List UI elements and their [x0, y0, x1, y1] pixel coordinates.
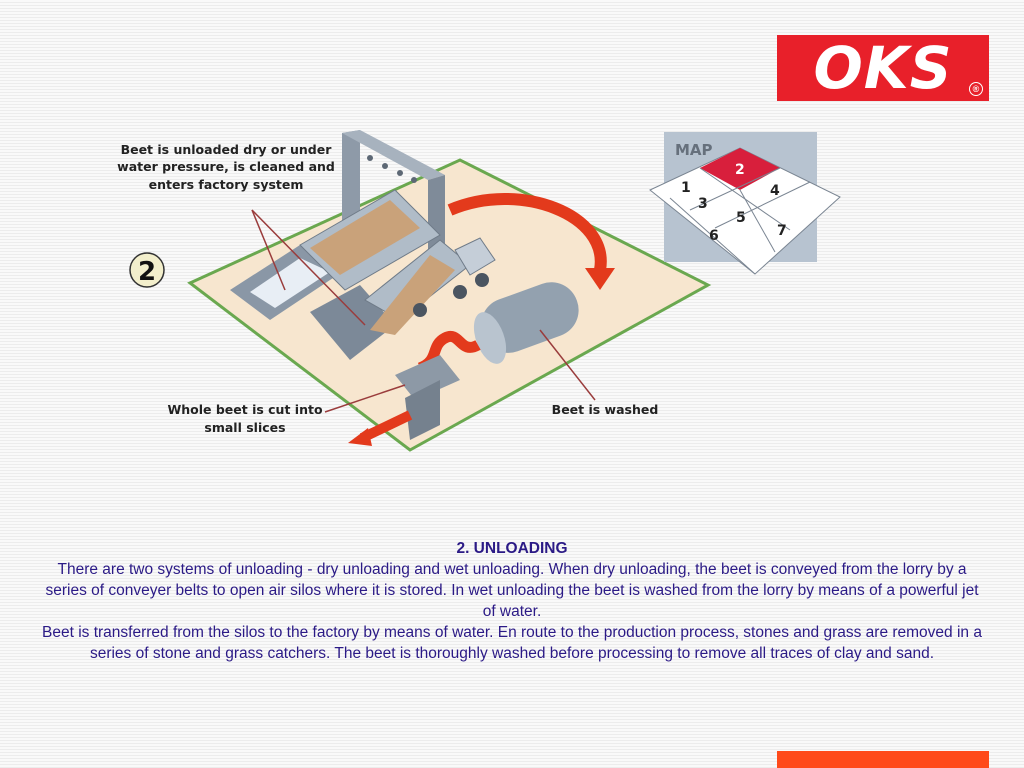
- gantry-top: [342, 130, 445, 180]
- caption-paragraph-1: There are two systems of unloading - dry…: [45, 561, 979, 620]
- caption-title: 2. UNLOADING: [456, 540, 568, 557]
- oks-logo: OKS ®: [777, 35, 989, 101]
- callout-unload-line1: Beet is unloaded dry or under: [121, 142, 333, 157]
- beet-cutter-body: [405, 380, 440, 440]
- map-section-6: 6: [709, 228, 719, 244]
- callout-unload-line2: water pressure, is cleaned and: [117, 159, 335, 174]
- registered-mark: ®: [969, 82, 983, 96]
- wet-pit-water: [250, 258, 330, 308]
- callout-cut-line1: Whole beet is cut into: [167, 402, 322, 417]
- truck-cab: [454, 237, 496, 276]
- beet-cutter: [395, 355, 460, 400]
- bottom-accent-bar: [777, 751, 989, 768]
- exit-arrow-head: [348, 428, 372, 446]
- map-section-2-highlight: [700, 148, 780, 190]
- caption-paragraph-2: Beet is transferred from the silos to th…: [42, 624, 982, 662]
- caption: 2. UNLOADING There are two systems of un…: [40, 538, 984, 664]
- map-section-5: 5: [736, 210, 746, 226]
- flow-arrow-curved: [447, 192, 607, 272]
- map-grid: [649, 147, 841, 275]
- callout-unload-line3: enters factory system: [149, 177, 304, 192]
- logo-text: OKS: [813, 34, 953, 102]
- map-inset: MAP 1 2 3 4 5 6 7: [649, 132, 841, 275]
- unloading-diagram: Beet is unloaded dry or under water pres…: [117, 130, 841, 452]
- map-section-2: 2: [735, 162, 745, 178]
- map-section-1: 1: [681, 180, 691, 196]
- callout-washed: Beet is washed: [552, 402, 659, 417]
- map-section-7: 7: [777, 223, 787, 239]
- step-number: 2: [138, 257, 156, 287]
- truck-1-beets: [310, 200, 420, 275]
- step-badge: [129, 252, 165, 288]
- map-title: MAP: [675, 141, 713, 159]
- callout-cut-line2: small slices: [204, 420, 285, 435]
- map-section-4: 4: [770, 183, 780, 199]
- ground-plane: [187, 158, 712, 452]
- flow-arrow-head: [585, 268, 615, 290]
- map-section-3: 3: [698, 196, 708, 212]
- truck-2-beets: [370, 255, 455, 335]
- exit-arrow: [359, 410, 413, 443]
- washer-drum: [481, 282, 579, 353]
